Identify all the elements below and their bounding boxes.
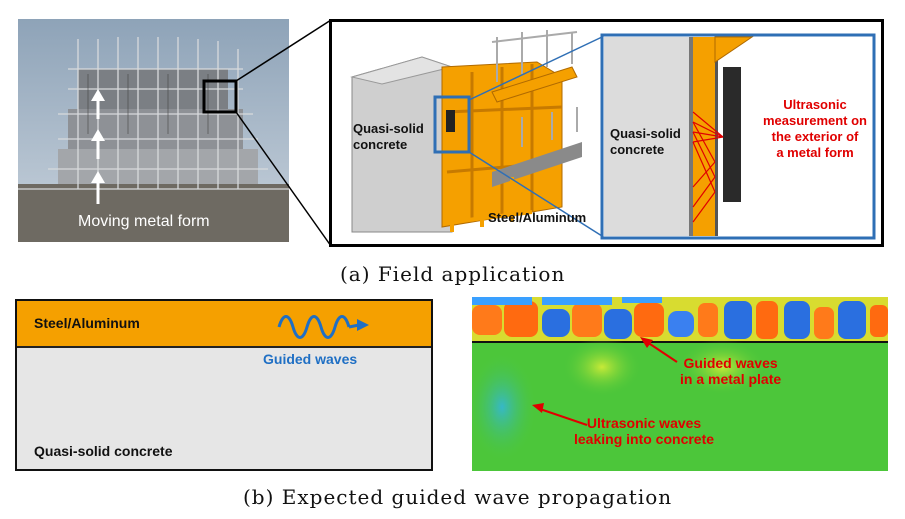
concrete-layer-label: Quasi-solid concrete	[34, 443, 173, 459]
metal-form-illustration	[350, 30, 876, 240]
zoom-detail-panel: Quasi-solid concrete Steel/Aluminum Quas…	[329, 19, 884, 247]
leaking-waves-note: Ultrasonic waves leaking into concrete	[574, 415, 715, 447]
caption-b: (b) Expected guided wave propagation	[243, 485, 673, 509]
wave-simulation: Guided waves in a metal plate Ultrasonic…	[472, 297, 888, 471]
construction-photo: Moving metal form	[18, 19, 289, 242]
photo-label: Moving metal form	[78, 213, 210, 230]
layered-schematic: Steel/Aluminum Guided waves Quasi-solid …	[15, 299, 433, 471]
guided-waves-label: Guided waves	[263, 351, 358, 367]
steel-aluminum-label: Steel/Aluminum	[488, 210, 587, 225]
ultrasonic-measurement-note: Ultrasonic measurement on the exterior o…	[762, 97, 868, 160]
caption-a: (a) Field application	[340, 262, 566, 286]
steel-layer-label: Steel/Aluminum	[34, 315, 140, 331]
annotation-arrows	[532, 337, 678, 426]
guided-waves-plate-note: Guided waves in a metal plate	[680, 355, 782, 387]
guided-wave-icon	[277, 315, 369, 339]
inset-concrete-label: Quasi-solid concrete	[610, 126, 681, 157]
concrete-label: Quasi-solid concrete	[353, 121, 424, 152]
